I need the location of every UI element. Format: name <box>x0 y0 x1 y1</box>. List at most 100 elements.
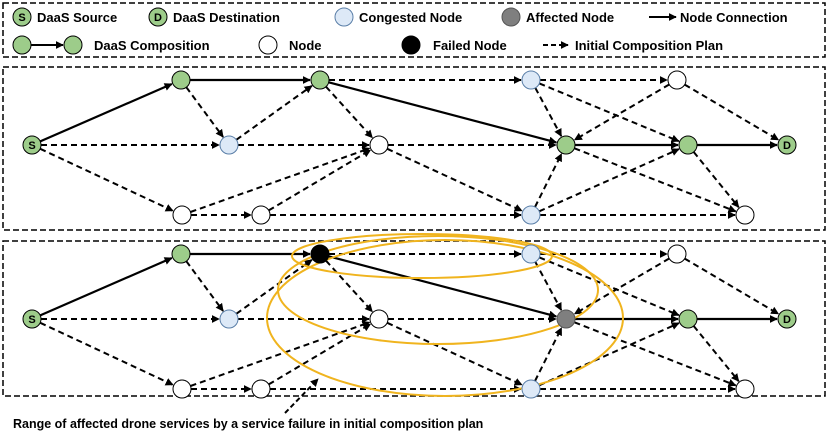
panel1-edges <box>39 76 780 219</box>
node-k <box>251 379 271 399</box>
node-j <box>172 205 192 225</box>
plan-edge-F-B <box>235 258 313 315</box>
legend-affected-symbol <box>501 7 521 27</box>
plan-edge-C-H <box>534 87 563 137</box>
node-m <box>735 205 755 225</box>
node-h <box>556 135 576 155</box>
legend-congested-label: Congested Node <box>359 10 462 25</box>
node-g <box>369 135 389 155</box>
plan-edge-E-D <box>684 257 780 315</box>
legend-source: S DaaS Source <box>12 7 117 27</box>
legend-failed: Failed Node <box>401 35 507 55</box>
legend-destination-letter: D <box>154 12 162 24</box>
composition-edge-S-A <box>39 82 173 143</box>
destination-node-label: D <box>783 314 791 326</box>
legend-source-symbol <box>12 7 32 27</box>
node-k <box>251 205 271 225</box>
legend-affected: Affected Node <box>501 7 614 27</box>
plan-edge-L-I <box>538 322 680 387</box>
node-s <box>22 309 42 329</box>
plan-edge-L-I <box>538 148 680 213</box>
node-s <box>22 135 42 155</box>
plan-edge-F-B <box>235 84 313 141</box>
legend-destination-label: DaaS Destination <box>173 10 280 25</box>
plan-edge-C-I <box>538 82 680 143</box>
plan-edge-J-G <box>190 146 371 213</box>
legend-node-symbol <box>258 35 278 55</box>
plan-edge-A-F <box>185 260 224 312</box>
node-d <box>777 309 797 329</box>
source-node-label: S <box>28 314 35 326</box>
plan-edge-G-L <box>386 147 523 212</box>
plan-edge-G-L <box>386 321 523 386</box>
affected-range-ellipses <box>266 233 624 397</box>
node-j <box>172 379 192 399</box>
node-e <box>667 70 687 90</box>
legend-frame <box>2 2 826 58</box>
plan-edge-E-H <box>573 83 670 141</box>
legend-node-label: Node <box>289 38 322 53</box>
plan-edge-B-G <box>325 86 374 139</box>
composition-edge-S-A <box>39 256 173 317</box>
node-c <box>521 70 541 90</box>
plan-edge-L-H <box>534 153 563 208</box>
plan-edge-A-F <box>185 86 224 138</box>
caption-text: Range of affected drone services by a se… <box>13 417 483 431</box>
node-a <box>171 244 191 264</box>
legend-connection: Node Connection <box>649 10 788 25</box>
legend-source-letter: S <box>18 12 25 24</box>
legend-congested-symbol <box>334 7 354 27</box>
range-ellipse-outer <box>266 239 624 397</box>
node-l <box>521 205 541 225</box>
plan-edge-H-M <box>574 147 737 213</box>
legend-initial-plan-label: Initial Composition Plan <box>575 38 723 53</box>
node-d <box>777 135 797 155</box>
legend-affected-label: Affected Node <box>526 10 614 25</box>
plan-edge-H-M <box>574 321 737 387</box>
node-f <box>219 135 239 155</box>
legend-connection-label: Node Connection <box>680 10 788 25</box>
legend-destination: D DaaS Destination <box>148 7 280 27</box>
legend-composition: DaaS Composition <box>12 35 210 55</box>
legend-node: Node <box>258 35 322 55</box>
node-i <box>678 135 698 155</box>
plan-edge-B-G <box>325 260 374 313</box>
source-node-label: S <box>28 140 35 152</box>
node-a <box>171 70 191 90</box>
legend-failed-label: Failed Node <box>433 38 507 53</box>
node-e <box>667 244 687 264</box>
plan-edge-E-D <box>684 83 780 141</box>
legend-composition-start <box>12 35 32 55</box>
plan-edge-E-H <box>573 257 670 315</box>
composition-edge-B-H <box>328 81 558 145</box>
legend-congested: Congested Node <box>334 7 462 27</box>
plan-edge-L-H <box>534 327 563 382</box>
node-c <box>521 244 541 264</box>
legend-failed-symbol <box>401 35 421 55</box>
node-g <box>369 309 389 329</box>
panel2-edges <box>39 250 780 393</box>
plan-edge-J-G <box>190 320 371 387</box>
plan-edge-C-H <box>534 261 563 311</box>
legend-initial-plan: Initial Composition Plan <box>543 38 723 53</box>
node-b <box>310 244 330 264</box>
legend-destination-symbol <box>148 7 168 27</box>
legend-composition-label: DaaS Composition <box>94 38 210 53</box>
node-h <box>556 309 576 329</box>
composition-edge-B-H <box>328 255 558 319</box>
node-i <box>678 309 698 329</box>
plan-edge-I-M <box>692 151 740 208</box>
node-f <box>219 309 239 329</box>
node-b <box>310 70 330 90</box>
legend-composition-end <box>63 35 83 55</box>
destination-node-label: D <box>783 140 791 152</box>
node-l <box>521 379 541 399</box>
panel-initial-composition <box>2 66 826 231</box>
plan-edge-K-G <box>268 149 372 212</box>
plan-edge-S-J <box>39 321 174 386</box>
plan-edge-K-G <box>268 323 372 386</box>
legend-source-label: DaaS Source <box>37 10 117 25</box>
